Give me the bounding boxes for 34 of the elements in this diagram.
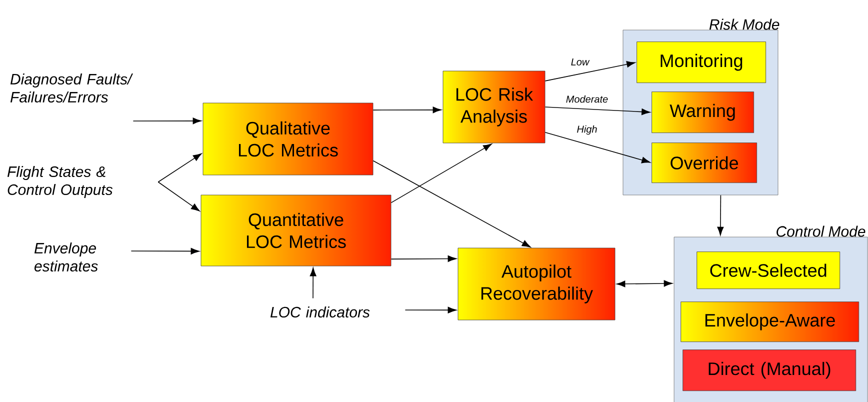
arrow [717, 194, 724, 236]
mode-box: Override [652, 142, 757, 183]
mode-box: Monitoring [636, 42, 766, 83]
process-box: Autopilot Recoverability [458, 248, 616, 320]
arrow [390, 144, 492, 204]
input-label: LOC indicators [270, 306, 370, 318]
process-box: LOC Risk Analysis [442, 70, 546, 144]
arrow [158, 153, 202, 182]
mode-box: Crew-Selected [696, 252, 840, 289]
arrow [544, 61, 636, 82]
arrow [130, 248, 200, 254]
arrow [372, 160, 531, 248]
process-box: Quantitative LOC Metrics [200, 194, 392, 266]
edge-label: Moderate [564, 94, 610, 104]
process-box: Qualitative LOC Metrics [202, 102, 374, 176]
input-label: Diagnosed Faults/ Failures/Errors [10, 74, 133, 102]
arrow [158, 182, 200, 212]
process-box: Warning [652, 92, 754, 133]
arrow [404, 306, 456, 314]
edge-label: Low [570, 58, 590, 66]
arrow [544, 132, 650, 164]
arrow [310, 268, 316, 299]
mode-box: Direct (Manual) [682, 350, 856, 391]
input-label: Envelope estimates [34, 242, 98, 272]
arrow [372, 106, 442, 114]
arrow [544, 106, 650, 116]
panel-heading: Risk Mode [709, 18, 780, 30]
process-box: Envelope-Aware [680, 302, 860, 342]
arrow [616, 280, 672, 288]
arrow [390, 256, 456, 262]
panel-heading: Control Mode [776, 226, 866, 237]
input-label: Flight States & Control Outputs [7, 166, 113, 198]
arrow [132, 118, 202, 124]
edge-label: High [576, 124, 598, 136]
